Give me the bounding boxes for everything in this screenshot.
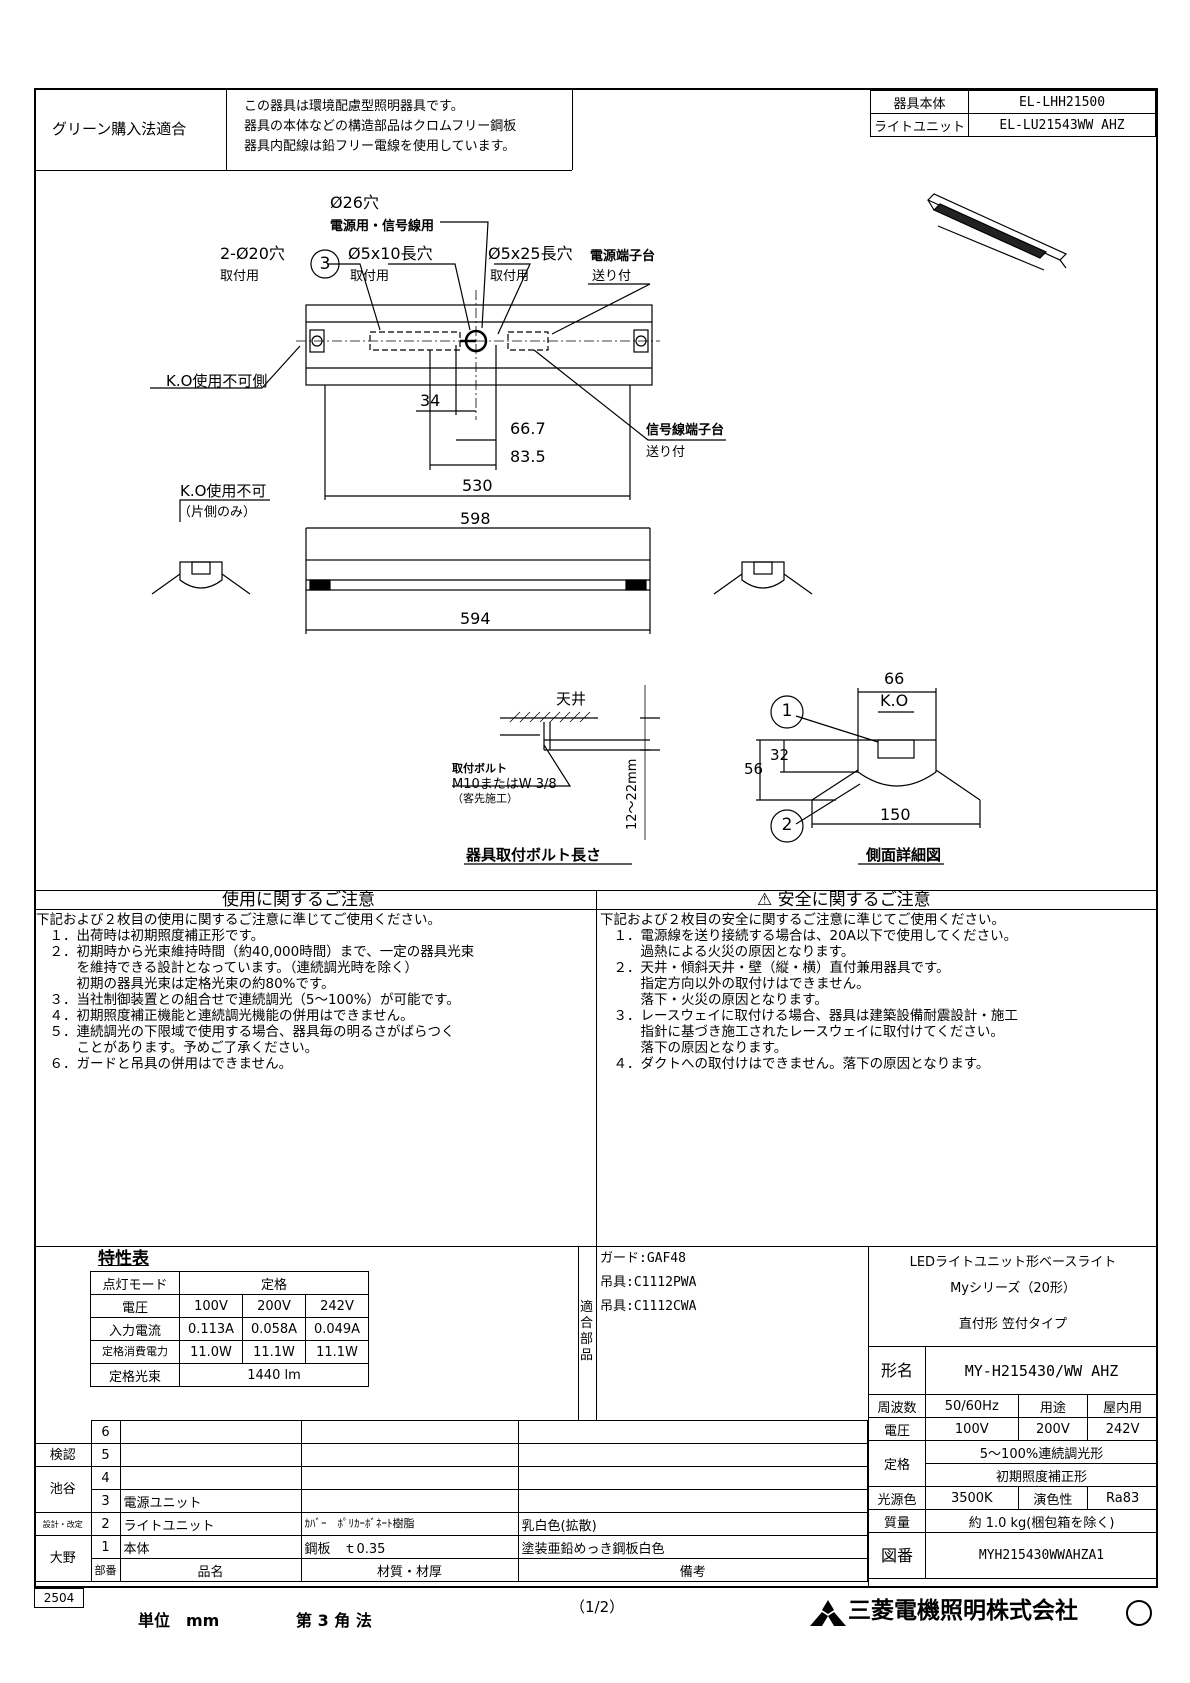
accessories-label: 適合部品 <box>580 1300 594 1363</box>
usage_notes-line: 初期の器具光束は定格光束の約80%です。 <box>36 976 335 992</box>
iso-view-icon <box>926 193 1068 271</box>
part-marker-2: 2 <box>781 815 793 835</box>
accessory-guard: ガード:GAF48 <box>600 1251 686 1266</box>
ko-unusable-side-label: K.O使用不可側 <box>166 372 268 390</box>
safety-notes-title: ⚠ 安全に関するご注意 <box>757 890 931 910</box>
hole26-use-label: 電源用・信号線用 <box>330 219 435 234</box>
usage_notes-line: ３．当社制御装置との組合せで連続調光（5～100%）が可能です。 <box>36 992 460 1008</box>
fixture-drawing <box>150 193 1068 865</box>
hole5x25-label: Ø5x25長穴 <box>488 244 573 263</box>
dim-ko: K.O <box>880 691 909 710</box>
usage-notes-list: 下記および２枚目の使用に関するご注意に準じてご使用ください。 １．出荷時は初期照… <box>36 912 474 1072</box>
accessory-hanger-2: 吊具:C1112CWA <box>600 1299 697 1314</box>
dim-66-7: 66.7 <box>510 419 546 438</box>
end-view-left <box>151 499 270 595</box>
usage_notes-line: 下記および２枚目の使用に関するご注意に準じてご使用ください。 <box>36 912 441 928</box>
green-line-1: この器具は環境配慮型照明器具です。 <box>244 99 464 114</box>
page-number: （1/2） <box>570 1598 625 1616</box>
unit-label: 単位 mm <box>138 1611 220 1630</box>
usage_notes-line: を維持できる設計となっています。（連続調光時を除く） <box>36 960 419 976</box>
bolt-label: 取付ボルト <box>452 762 507 775</box>
usage-notes-title: 使用に関するご注意 <box>222 890 375 910</box>
part-marker-3: 3 <box>319 254 331 274</box>
safety_notes-line: １．電源線を送り接続する場合は、20A以下で使用してください。 <box>600 928 1018 944</box>
bolt-length-label: 12～22mm <box>625 758 640 830</box>
dim-32: 32 <box>770 746 790 764</box>
green-purchase-label: グリーン購入法適合 <box>52 120 187 138</box>
projection-label: 第 3 角 法 <box>296 1611 372 1630</box>
bolt-caption: 器具取付ボルト長さ <box>466 846 602 864</box>
drawing-code: 2504 <box>34 1588 84 1608</box>
usage_notes-line: ４．初期照度補正機能と連続調光機能の併用はできません。 <box>36 1008 414 1024</box>
safety_notes-line: ４．ダクトへの取付けはできません。落下の原因となります。 <box>600 1056 990 1072</box>
header-divider <box>34 170 572 171</box>
dim-56: 56 <box>744 760 764 778</box>
safety_notes-line: ２．天井・傾斜天井・壁（縦・横）直付兼用器具です。 <box>600 960 950 976</box>
mitsubishi-logo-icon <box>810 1600 846 1626</box>
dim-34: 34 <box>420 391 441 410</box>
dim-594: 594 <box>460 609 491 628</box>
signal-terminal-sub-label: 送り付 <box>646 445 686 460</box>
safety_notes-line: 指針に基づき施工されたレースウェイに取付けてください。 <box>600 1024 1004 1040</box>
power-terminal-label: 電源端子台 <box>590 249 656 264</box>
safety_notes-line: 落下の原因となります。 <box>600 1040 788 1056</box>
side-detail-caption: 側面詳細図 <box>866 846 942 864</box>
accessory-hanger-1: 吊具:C1112PWA <box>600 1275 697 1290</box>
safety-notes-list: 下記および２枚目の安全に関するご注意に準じてご使用ください。 １．電源線を送り接… <box>600 912 1018 1072</box>
hole20-use-label: 取付用 <box>220 269 260 284</box>
drawing-frame <box>34 88 1158 1588</box>
dim-66: 66 <box>884 669 905 688</box>
safety_notes-line: 落下・火災の原因となります。 <box>600 992 828 1008</box>
safety_notes-line: 下記および２枚目の安全に関するご注意に準じてご使用ください。 <box>600 912 1005 928</box>
safety_notes-line: 指定方向以外の取付けはできません。 <box>600 976 870 992</box>
bolt-note-label: （客先施工） <box>452 792 518 805</box>
hole5x25-use-label: 取付用 <box>490 269 530 284</box>
usage_notes-line: １．出荷時は初期照度補正形です。 <box>36 928 265 944</box>
circle-mark-icon <box>1126 1600 1152 1626</box>
bolt-spec-label: M10またはW 3/8 <box>452 777 557 792</box>
safety_notes-line: ３．レースウェイに取付ける場合、器具は建築設備耐震設計・施工 <box>600 1008 1018 1024</box>
hole26-label: Ø26穴 <box>330 193 379 212</box>
ceiling-label: 天井 <box>556 690 587 708</box>
usage_notes-line: ６．ガードと吊具の併用はできません。 <box>36 1056 293 1072</box>
product-name-3: 直付形 笠付タイプ <box>958 1317 1068 1332</box>
part-marker-1: 1 <box>781 701 793 721</box>
dim-83-5: 83.5 <box>510 447 546 466</box>
hole5x10-label: Ø5x10長穴 <box>348 244 433 263</box>
dim-598: 598 <box>460 509 491 528</box>
hole5x10-use-label: 取付用 <box>350 269 390 284</box>
green-line-2: 器具の本体などの構造部品はクロムフリー鋼板 <box>244 119 517 134</box>
product-name-1: LEDライトユニット形ベースライト <box>909 1255 1117 1270</box>
green-line-3: 器具内配線は鉛フリー電線を使用しています。 <box>244 139 516 154</box>
power-terminal-sub-label: 送り付 <box>592 269 632 284</box>
dim-150: 150 <box>880 805 911 824</box>
end-view-right <box>713 561 813 595</box>
dim-530: 530 <box>462 476 493 495</box>
product-name-2: Myシリーズ（20形） <box>950 1281 1076 1296</box>
usage_notes-line: ５．連続調光の下限域で使用する場合、器具毎の明るさがばらつく <box>36 1024 455 1040</box>
hole20-label: 2-Ø20穴 <box>220 244 285 263</box>
safety_notes-line: 過熱による火災の原因となります。 <box>600 944 855 960</box>
ko-unusable-label: K.O使用不可 <box>180 482 267 500</box>
company-name: 三菱電機照明株式会社 <box>848 1598 1078 1624</box>
usage_notes-line: ２．初期時から光束維持時間（約40,000時間）まで、一定の器具光束 <box>36 944 475 960</box>
spec-title: 特性表 <box>98 1249 149 1269</box>
usage_notes-line: ことがあります。予めご了承ください。 <box>36 1040 319 1056</box>
signal-terminal-label: 信号線端子台 <box>646 423 725 438</box>
ko-one-side-label: （片側のみ） <box>178 505 257 520</box>
